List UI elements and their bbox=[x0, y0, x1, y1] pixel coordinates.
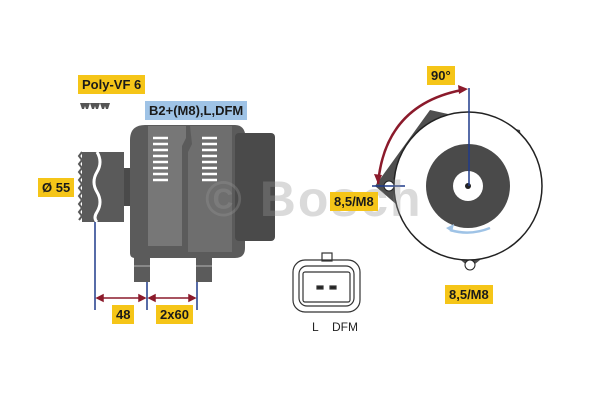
dimension-lines bbox=[94, 222, 198, 310]
angle-label: 90° bbox=[427, 66, 455, 85]
connector-pin-dfm: DFM bbox=[332, 320, 358, 334]
watermark: © Bosch bbox=[205, 171, 423, 227]
terminals-label: B2+(M8),L,DFM bbox=[145, 101, 248, 120]
belt-type-label: Poly-VF 6 bbox=[78, 75, 146, 94]
alternator-body-icon bbox=[130, 125, 275, 282]
dim-left-label: 48 bbox=[112, 305, 135, 324]
connector-icon bbox=[292, 252, 361, 313]
pulley-diameter-label: Ø 55 bbox=[38, 178, 75, 197]
dimension-arrows bbox=[95, 293, 197, 303]
pulley-icon bbox=[77, 151, 130, 224]
connector-pin-l: L bbox=[312, 320, 319, 334]
mount-left-label: 8,5/M8 bbox=[330, 192, 378, 211]
mount-bottom-label: 8,5/M8 bbox=[445, 285, 493, 304]
rear-view-icon bbox=[375, 110, 543, 271]
angle-indicator bbox=[372, 85, 470, 187]
dim-right-label: 2x60 bbox=[156, 305, 193, 324]
belt-profile-icon bbox=[80, 103, 110, 109]
